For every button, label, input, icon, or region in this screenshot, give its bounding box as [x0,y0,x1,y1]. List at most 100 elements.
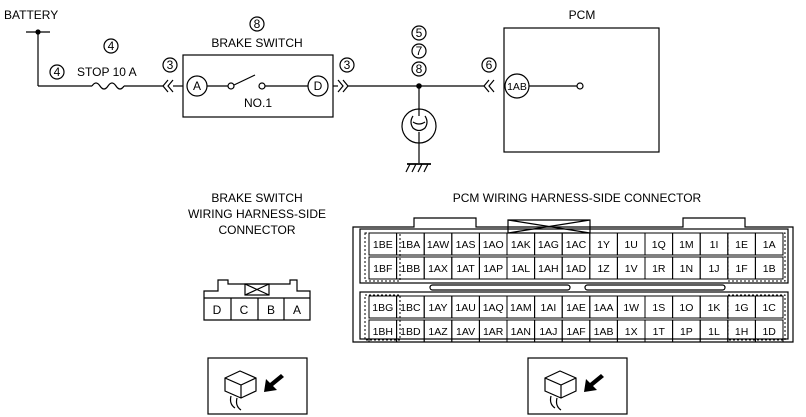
pcm-pin-cell [754,232,784,256]
ref-fuse-left: 4 [54,65,61,79]
ref-junction-3: 8 [416,62,423,76]
pcm-pin-1an: 1AN [511,326,531,338]
pcm-divider-right [584,284,726,291]
pcm-pin-1u: 1U [624,239,637,251]
pcm-pin-1ba: 1BA [400,239,420,251]
brake-pin-d: D [213,303,222,317]
pcm-box [503,27,660,153]
brake-conn-lock [244,283,270,296]
pcm-pin-1bh: 1BH [373,326,393,338]
terminal-d: D [314,79,323,93]
brake-switch-connector: D C B A [203,279,311,321]
right-connector-symbol [337,79,349,93]
pcm-pin-1ak: 1AK [511,239,531,251]
pcm-pin-1al: 1AL [511,263,530,275]
pcm-pin-1b: 1B [763,263,776,275]
pcm-pin-1x: 1X [625,326,638,338]
pcm-pin-1i: 1I [710,239,719,251]
pcm-pin-1r: 1R [652,263,666,275]
connector-view-icon-right [527,357,628,415]
pcm-pin-1y: 1Y [597,239,610,251]
pcm-pin-1aa: 1AA [594,302,614,314]
brake-pin-a: A [293,303,301,317]
ref-brake-switch: 8 [254,17,261,31]
pcm-pin-1k: 1K [708,302,721,314]
switch-contact-left [227,82,235,90]
ref-fuse-top-circle [103,38,119,54]
ref-brake-switch-circle [249,16,265,32]
ref-left-conn: 3 [167,58,174,72]
ref-junction-2: 7 [416,44,423,58]
pcm-pin-1l: 1L [708,326,720,338]
pcm-pin-1bf: 1BF [373,263,392,275]
pcm-pin-1bg: 1BG [372,302,393,314]
pcm-pin-1ao: 1AO [483,239,504,251]
pcm-pin-1be: 1BE [373,239,393,251]
pcm-pin-1au: 1AU [455,302,475,314]
pcm-pin-1n: 1N [680,263,693,275]
pcm-pin-1m: 1M [679,239,694,251]
pcm-pin-1bd: 1BD [400,326,421,338]
fuse-symbol [91,82,125,90]
pcm-pin-cell [754,295,784,319]
ref-junction-1-circle [411,25,427,41]
switch-contact-right [258,82,266,90]
pcm-pin-1e: 1E [735,239,748,251]
terminal-a: A [193,79,201,93]
pcm-pin-1aq: 1AQ [483,302,504,314]
pcm-conn-title: PCM WIRING HARNESS-SIDE CONNECTOR [453,191,702,205]
brake-conn-title-1: BRAKE SWITCH [211,191,302,205]
fuse-stop-10a: 4 4 STOP 10 A [49,38,137,90]
pcm-pin-1j: 1J [708,263,719,275]
battery-label: BATTERY [4,8,58,22]
pcm-pin-1f: 1F [735,263,747,275]
brake-conn-title-3: CONNECTOR [218,223,295,237]
pcm-lower-block [359,291,789,340]
pcm-pin-1h: 1H [735,326,748,338]
pcm-pin-1t: 1T [653,326,666,338]
pcm-pin-1q: 1Q [652,239,666,251]
ground-icon [405,163,431,173]
ref-junction-1: 5 [416,26,423,40]
brake-lamp-icon [401,108,437,144]
pcm-pin-1v: 1V [625,263,638,275]
pcm-pin-1am: 1AM [510,302,532,314]
pcm-pin-1c: 1C [762,302,776,314]
switch-label: NO.1 [244,96,272,110]
pcm-pin-1ab: 1AB [594,326,614,338]
pcm-pin-1ag: 1AG [538,239,559,251]
pcm-internal-terminal [576,82,584,90]
left-connector-symbol [162,79,174,93]
pcm-pin-1ap: 1AP [483,263,503,275]
pcm-pin-1ar: 1AR [483,326,504,338]
pcm-pin-1ae: 1AE [566,302,586,314]
pcm-pin-1as: 1AS [456,239,476,251]
pcm-pin-cell [754,256,784,280]
pcm-divider-left [429,284,571,291]
ref-junction-3-circle [411,61,427,77]
switch-blade [233,74,256,86]
pcm-pin-1av: 1AV [456,326,475,338]
pcm-pin-1aj: 1AJ [539,326,557,338]
pcm-pin-cell [754,319,784,343]
fuse-label: STOP 10 A [77,65,137,79]
pcm-pin-1aw: 1AW [427,239,449,251]
pcm-pin-1w: 1W [623,302,639,314]
brake-pin-c: C [240,303,249,317]
terminal-d-circle [307,75,329,97]
pcm-pin-1af: 1AF [566,326,585,338]
pcm-pin-1az: 1AZ [428,326,448,338]
ref-right-conn: 3 [344,58,351,72]
pcm-pin-1ax: 1AX [428,263,448,275]
pcm-pin-1g: 1G [735,302,749,314]
connector-view-icon-left [207,357,308,415]
pcm-pin-1at: 1AT [456,263,475,275]
pcm-label: PCM [569,8,596,22]
pcm-pin-1ay: 1AY [428,302,447,314]
brake-switch-title: BRAKE SWITCH [211,36,302,50]
pcm-pin-1ah: 1AH [538,263,558,275]
pcm-connector-symbol [483,79,495,93]
